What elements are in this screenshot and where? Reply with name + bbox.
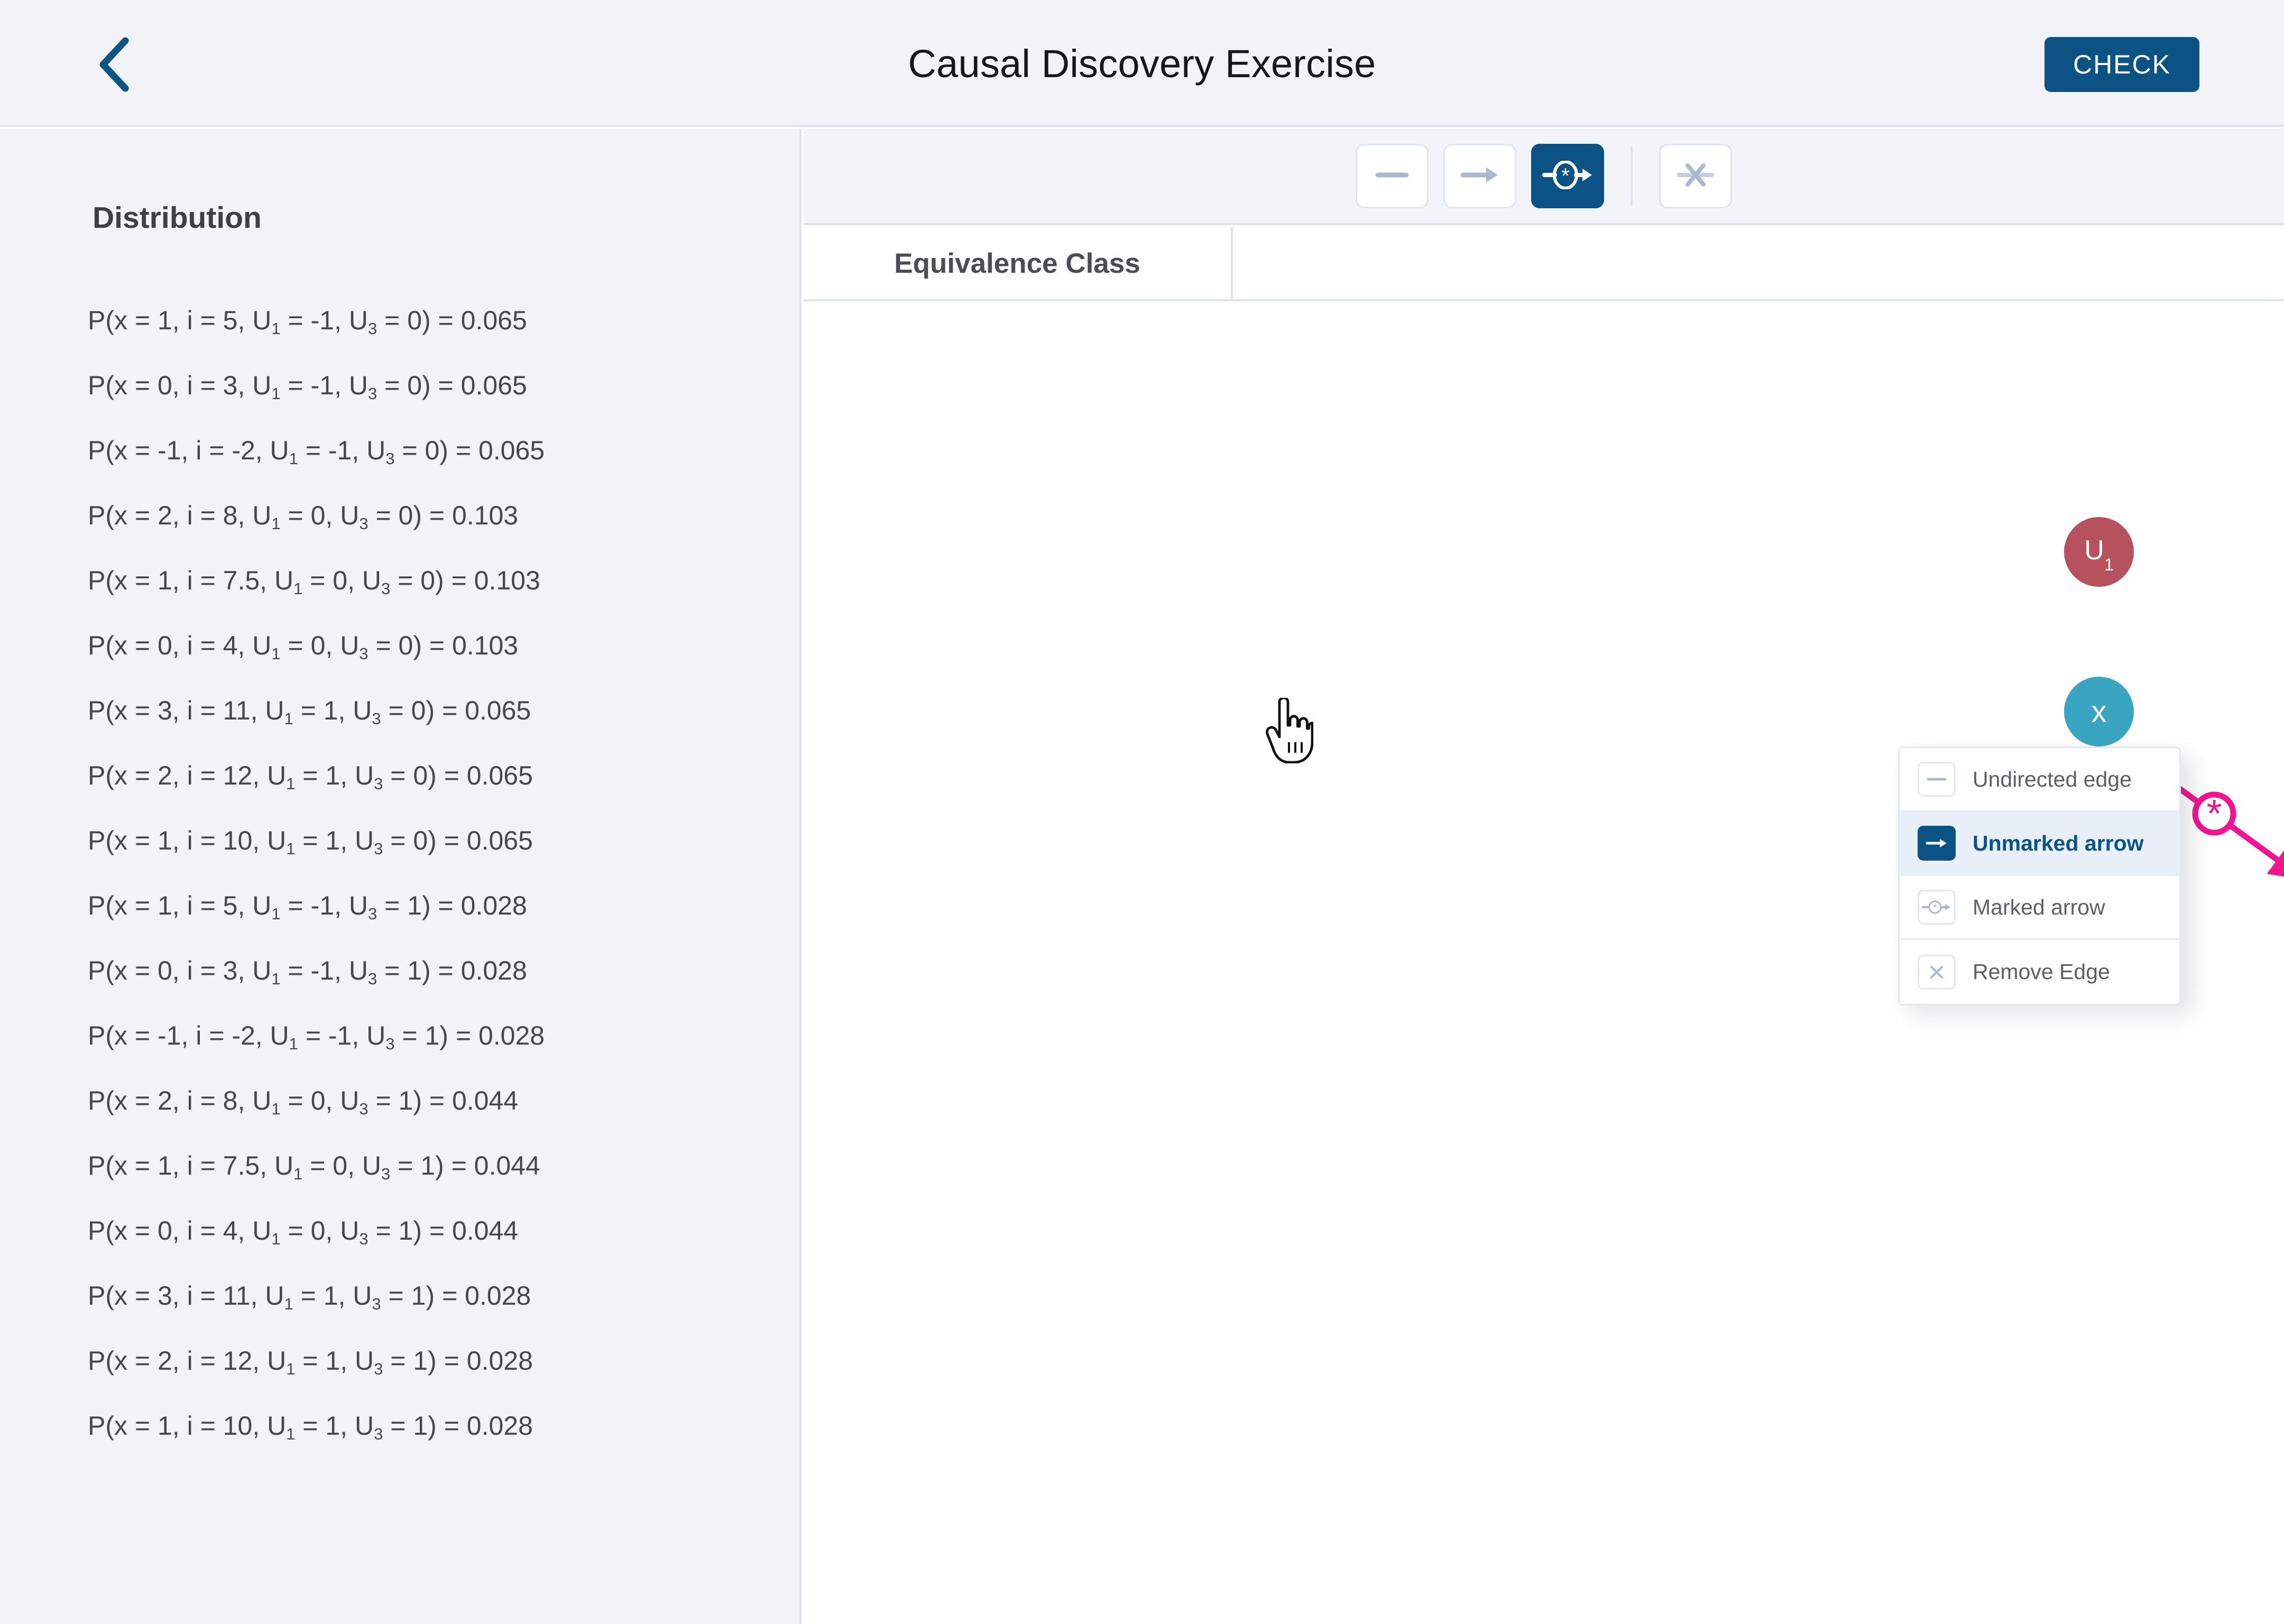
arrow-right-icon (1918, 826, 1956, 861)
edge-type-toolbar: * (804, 129, 2284, 225)
svg-text:*: * (1561, 164, 1570, 188)
distribution-row-text: P(x = 0, i = 4, U1 = 0, U3 = 1) = 0.044 (88, 1215, 519, 1249)
distribution-row-text: P(x = 2, i = 12, U1 = 1, U3 = 0) = 0.065 (88, 760, 533, 793)
distribution-row: P(x = 1, i = 10, U1 = 1, U3 = 0) = 0.065 (88, 808, 786, 873)
toolbar-unmarked-arrow-button[interactable] (1443, 144, 1516, 208)
minus-icon (1918, 762, 1956, 797)
x-icon (1675, 161, 1716, 191)
menu-item-label: Unmarked arrow (1973, 831, 2144, 855)
marked-arrow-icon: * (1918, 890, 1956, 925)
minus-icon (1373, 164, 1412, 188)
menu-item-label: Remove Edge (1973, 959, 2110, 984)
distribution-row: P(x = 0, i = 4, U1 = 0, U3 = 0) = 0.103 (88, 613, 786, 678)
toolbar-remove-edge-button[interactable] (1659, 144, 1732, 208)
distribution-row-text: P(x = 1, i = 10, U1 = 1, U3 = 1) = 0.028 (88, 1410, 533, 1444)
back-button[interactable] (74, 33, 153, 96)
distribution-row-text: P(x = 1, i = 7.5, U1 = 0, U3 = 1) = 0.04… (88, 1150, 540, 1184)
distribution-row: P(x = 1, i = 5, U1 = -1, U3 = 1) = 0.028 (88, 873, 786, 938)
menu-item-marked-arrow[interactable]: * Marked arrow (1900, 876, 2179, 940)
arrow-right-icon (1459, 164, 1501, 189)
distribution-row-text: P(x = 1, i = 5, U1 = -1, U3 = 1) = 0.028 (88, 890, 527, 924)
menu-item-remove-edge[interactable]: Remove Edge (1900, 940, 2179, 1004)
distribution-row-text: P(x = 0, i = 4, U1 = 0, U3 = 0) = 0.103 (88, 630, 519, 663)
chevron-left-icon (95, 35, 133, 94)
x-icon (1918, 954, 1956, 990)
distribution-row: P(x = 0, i = 4, U1 = 0, U3 = 1) = 0.044 (88, 1198, 786, 1263)
distribution-row-text: P(x = 2, i = 8, U1 = 0, U3 = 0) = 0.103 (88, 500, 519, 533)
distribution-row: P(x = 2, i = 8, U1 = 0, U3 = 0) = 0.103 (88, 483, 786, 548)
distribution-row: P(x = 1, i = 5, U1 = -1, U3 = 0) = 0.065 (88, 288, 786, 353)
toolbar-undirected-edge-button[interactable] (1356, 144, 1429, 208)
graph-editor-panel: * Equivalence Class (804, 129, 2284, 1624)
tab-equivalence-class[interactable]: Equivalence Class (804, 227, 1233, 299)
distribution-row: P(x = 1, i = 10, U1 = 1, U3 = 1) = 0.028 (88, 1393, 786, 1458)
distribution-row-text: P(x = 2, i = 8, U1 = 0, U3 = 1) = 0.044 (88, 1085, 519, 1119)
tab-row: Equivalence Class (804, 227, 2284, 301)
distribution-row-text: P(x = -1, i = -2, U1 = -1, U3 = 0) = 0.0… (88, 435, 545, 468)
distribution-row: P(x = -1, i = -2, U1 = -1, U3 = 0) = 0.0… (88, 418, 786, 483)
node-label: U1 (2084, 534, 2114, 574)
distribution-row: P(x = 0, i = 3, U1 = -1, U3 = 0) = 0.065 (88, 353, 786, 418)
distribution-row: P(x = 1, i = 7.5, U1 = 0, U3 = 1) = 0.04… (88, 1133, 786, 1198)
distribution-row-text: P(x = -1, i = -2, U1 = -1, U3 = 1) = 0.0… (88, 1020, 545, 1054)
distribution-row: P(x = 2, i = 12, U1 = 1, U3 = 1) = 0.028 (88, 1328, 786, 1393)
menu-item-unmarked-arrow[interactable]: Unmarked arrow (1900, 812, 2179, 876)
distribution-row: P(x = -1, i = -2, U1 = -1, U3 = 1) = 0.0… (88, 1003, 786, 1068)
svg-text:*: * (2207, 791, 2222, 835)
distribution-row: P(x = 1, i = 7.5, U1 = 0, U3 = 0) = 0.10… (88, 548, 786, 613)
node-label: x (2091, 694, 2107, 729)
distribution-row-text: P(x = 0, i = 3, U1 = -1, U3 = 1) = 0.028 (88, 955, 527, 989)
distribution-row: P(x = 2, i = 8, U1 = 0, U3 = 1) = 0.044 (88, 1068, 786, 1133)
marked-arrow-icon: * (1542, 160, 1593, 192)
toolbar-divider (1631, 146, 1633, 206)
graph-node-x[interactable]: x (2064, 677, 2134, 746)
distribution-row-text: P(x = 1, i = 5, U1 = -1, U3 = 0) = 0.065 (88, 305, 527, 338)
distribution-row-text: P(x = 1, i = 10, U1 = 1, U3 = 0) = 0.065 (88, 825, 533, 859)
app-header: Causal Discovery Exercise CHECK (0, 0, 2284, 127)
distribution-row: P(x = 0, i = 3, U1 = -1, U3 = 1) = 0.028 (88, 938, 786, 1003)
distribution-row: P(x = 3, i = 11, U1 = 1, U3 = 0) = 0.065 (88, 678, 786, 743)
distribution-heading: Distribution (93, 201, 262, 235)
distribution-row-text: P(x = 2, i = 12, U1 = 1, U3 = 1) = 0.028 (88, 1345, 533, 1379)
edge-context-menu: Undirected edge Unmarked arrow * (1898, 746, 2181, 1005)
distribution-row: P(x = 3, i = 11, U1 = 1, U3 = 1) = 0.028 (88, 1263, 786, 1328)
menu-item-label: Marked arrow (1973, 894, 2105, 919)
check-button[interactable]: CHECK (2044, 37, 2199, 92)
page-title: Causal Discovery Exercise (908, 41, 1376, 86)
menu-item-label: Undirected edge (1973, 767, 2132, 791)
distribution-panel: Distribution P(x = 1, i = 5, U1 = -1, U3… (0, 129, 802, 1624)
distribution-row-text: P(x = 3, i = 11, U1 = 1, U3 = 1) = 0.028 (88, 1280, 531, 1314)
distribution-row-text: P(x = 3, i = 11, U1 = 1, U3 = 0) = 0.065 (88, 695, 531, 728)
toolbar-marked-arrow-button[interactable]: * (1531, 144, 1604, 208)
distribution-row-text: P(x = 1, i = 7.5, U1 = 0, U3 = 0) = 0.10… (88, 565, 540, 598)
distribution-list: P(x = 1, i = 5, U1 = -1, U3 = 0) = 0.065… (88, 288, 786, 1458)
distribution-row: P(x = 2, i = 12, U1 = 1, U3 = 0) = 0.065 (88, 743, 786, 808)
svg-text:*: * (1933, 902, 1937, 914)
distribution-row-text: P(x = 0, i = 3, U1 = -1, U3 = 0) = 0.065 (88, 370, 527, 403)
graph-node-U1[interactable]: U1 (2064, 517, 2134, 587)
menu-item-undirected-edge[interactable]: Undirected edge (1900, 748, 2179, 812)
